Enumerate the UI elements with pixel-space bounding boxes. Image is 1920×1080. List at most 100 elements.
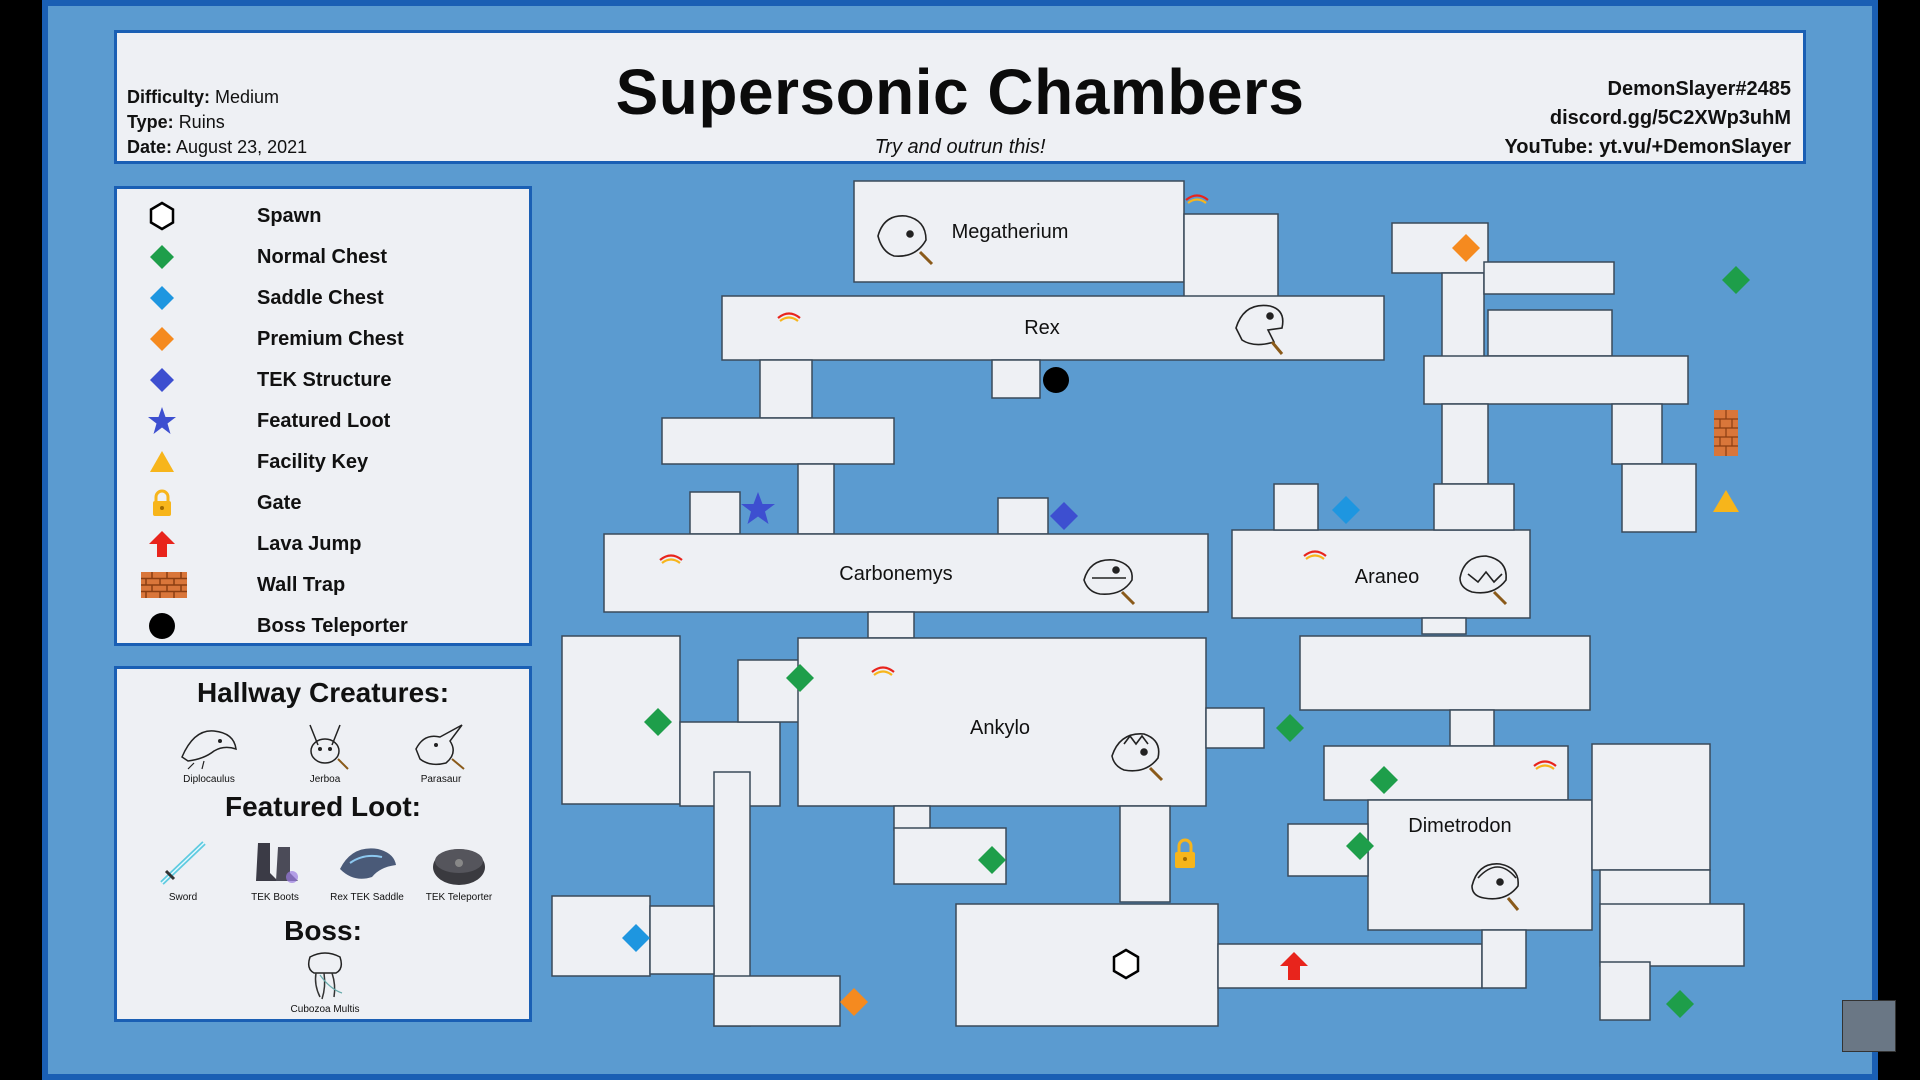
room-label-megatherium: Megatherium [952, 221, 1069, 243]
info-panel: Hallway Creatures: Diplocaulus Jerboa Pa… [114, 666, 532, 1022]
page-subtitle: Try and outrun this! [874, 136, 1046, 158]
map-floor [551, 180, 1745, 1027]
hallway-creature-marker-icon [1533, 760, 1557, 770]
premium-chest-marker [840, 988, 868, 1016]
tek-teleporter-icon [433, 849, 485, 885]
game-map-frame: Difficulty: Medium Type: Ruins Date: Aug… [42, 0, 1878, 1080]
header-panel: Difficulty: Medium Type: Ruins Date: Aug… [114, 30, 1806, 164]
normal-chest-marker [1666, 990, 1694, 1018]
room-label-rex: Rex [1024, 317, 1060, 339]
triangle-icon [150, 451, 174, 472]
legend-label: Lava Jump [257, 533, 362, 555]
difficulty-label: Difficulty: [127, 87, 210, 107]
legend-item-facility-key: Facility Key [117, 445, 517, 479]
legend-label: Boss Teleporter [257, 615, 408, 637]
red-arrow-up-icon [149, 531, 175, 557]
araneo-room [1231, 529, 1531, 619]
ankylo-sketch-icon [1111, 733, 1164, 782]
legend-item-saddle-chest: Saddle Chest [117, 281, 517, 315]
indigo-diamond-icon [150, 368, 174, 392]
star-icon [148, 407, 176, 434]
youtube-link[interactable]: YouTube: yt.vu/+DemonSlayer [1504, 136, 1791, 158]
creature-thumb: Jerboa [285, 719, 365, 785]
creature-name: Jerboa [309, 774, 341, 785]
difficulty-value: Medium [215, 87, 280, 107]
dimetrodon-sketch-icon [1471, 863, 1520, 911]
boss-heading: Boss: [284, 915, 362, 946]
loot-name: TEK Teleporter [425, 892, 493, 903]
hallway-creature-marker-icon [871, 666, 895, 676]
legend-label: Spawn [257, 205, 322, 227]
saddle-chest-marker [1332, 496, 1360, 524]
legend-label: Normal Chest [257, 246, 388, 268]
ankylo-room [797, 637, 1207, 807]
hallway-creature-marker-icon [1185, 194, 1209, 204]
rex-tek-saddle-icon [340, 848, 396, 879]
discord-tag: DemonSlayer#2485 [1607, 78, 1791, 100]
normal-chest-marker [978, 846, 1006, 874]
legend-label: Featured Loot [257, 410, 391, 432]
discord-link[interactable]: discord.gg/5C2XWp3uhM [1549, 107, 1791, 129]
jerboa-sketch-icon [309, 724, 349, 770]
legend-label: Wall Trap [257, 574, 346, 596]
creature-name: Diplocaulus [183, 774, 235, 785]
legend-item-lava-jump: Lava Jump [117, 527, 517, 561]
hallway-creature-marker-icon [1303, 550, 1327, 560]
date-label: Date: [127, 137, 173, 157]
orange-diamond-icon [150, 327, 174, 351]
boss-teleporter-marker [1043, 367, 1069, 393]
premium-chest-marker [1452, 234, 1480, 262]
brick-wall-icon [141, 572, 187, 598]
room-label-araneo: Araneo [1355, 566, 1420, 588]
loot-thumb: TEK Teleporter [419, 837, 499, 903]
legend-item-tek-structure: TEK Structure [117, 363, 517, 397]
facility-key-marker [1713, 490, 1739, 512]
author-credits: DemonSlayer#2485 discord.gg/5C2XWp3uhM Y… [1504, 75, 1791, 162]
tek-boots-icon [256, 843, 298, 883]
room-label-ankylo: Ankylo [970, 717, 1030, 739]
tek-structure-marker [1050, 502, 1078, 530]
dungeon-map: Megatherium Rex Carbonemys Araneo Ankylo… [551, 180, 1750, 1027]
featured-loot-heading: Featured Loot: [225, 791, 421, 822]
hallway-creatures-heading: Hallway Creatures: [196, 677, 450, 708]
loot-thumb: Rex TEK Saddle [327, 837, 407, 903]
hexagon-icon [149, 201, 175, 231]
page-title: Supersonic Chambers [615, 56, 1305, 128]
loot-thumb: Sword [143, 837, 223, 903]
padlock-icon [153, 489, 171, 516]
legend-label: Premium Chest [257, 328, 404, 350]
lava-jump-marker [1280, 952, 1308, 980]
wall-trap-marker [1714, 410, 1738, 456]
normal-chest-marker [1276, 714, 1304, 742]
type-label: Type: [127, 112, 174, 132]
type-value: Ruins [178, 112, 225, 132]
green-diamond-icon [150, 245, 174, 269]
diplocaulus-sketch-icon [181, 730, 237, 770]
legend-item-normal-chest: Normal Chest [117, 240, 517, 274]
hallway-creature-marker-icon [777, 312, 801, 322]
legend-item-spawn: Spawn [117, 199, 517, 233]
legend-label: TEK Structure [257, 369, 392, 391]
loot-name: TEK Boots [251, 892, 299, 903]
loot-name: Rex TEK Saddle [330, 892, 404, 903]
legend-item-boss-teleporter: Boss Teleporter [117, 609, 517, 643]
spawn-marker [1112, 948, 1140, 980]
gate-padlock-marker [1175, 838, 1195, 868]
date-value: August 23, 2021 [176, 137, 308, 157]
legend-item-premium-chest: Premium Chest [117, 322, 517, 356]
room-label-dimetrodon: Dimetrodon [1408, 815, 1511, 837]
loot-name: Sword [168, 892, 198, 903]
legend-panel: Spawn Normal Chest Saddle Chest Premium … [114, 186, 532, 646]
normal-chest-marker [786, 664, 814, 692]
legend-item-wall-trap: Wall Trap [117, 568, 517, 602]
normal-chest-marker [1346, 832, 1374, 860]
legend-label: Facility Key [257, 451, 369, 473]
parasaur-sketch-icon [415, 724, 465, 770]
araneo-sketch-icon [1459, 555, 1508, 606]
black-circle-icon [149, 613, 175, 639]
creature-thumb: Parasaur [401, 719, 481, 785]
rex-sketch-icon [1235, 304, 1284, 355]
sword-icon [160, 841, 206, 885]
dungeon-meta: Difficulty: Medium Type: Ruins Date: Aug… [127, 85, 307, 160]
legend-item-featured-loot: Featured Loot [117, 404, 517, 438]
